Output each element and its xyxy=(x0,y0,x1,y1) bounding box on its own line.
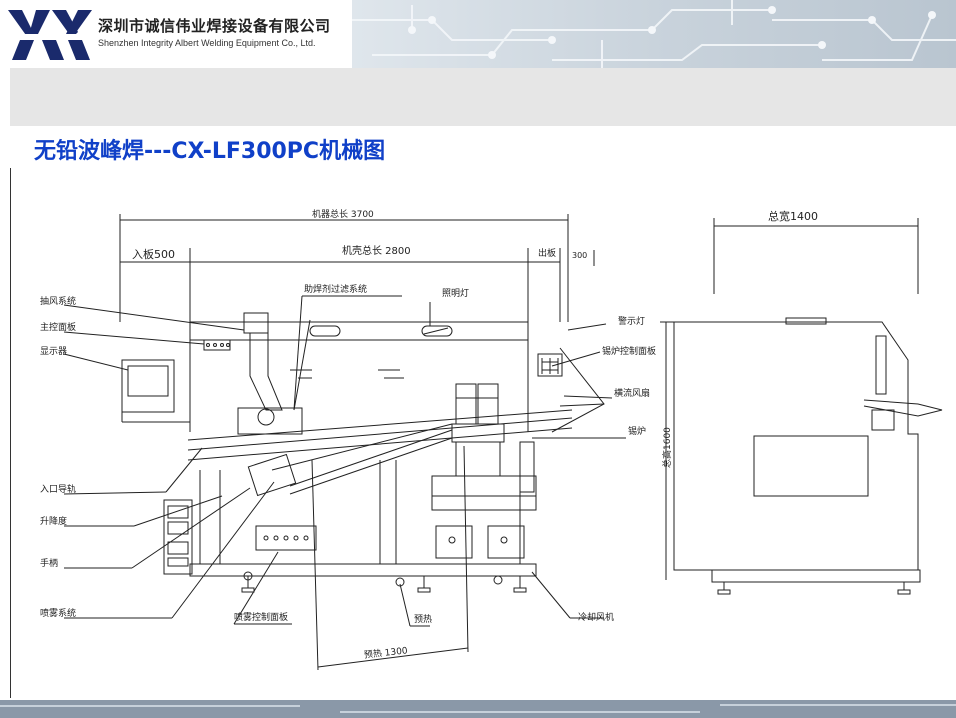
dim-outlet-value: 300 xyxy=(572,251,587,260)
company-name-en: Shenzhen Integrity Albert Welding Equipm… xyxy=(98,38,316,48)
label-cooling-fan: 横流风扇 xyxy=(614,387,650,399)
label-furnace-panel: 锡炉控制面板 xyxy=(602,345,656,357)
company-name-cn: 深圳市诚信伟业焊接设备有限公司 xyxy=(98,17,331,35)
frame-left-line xyxy=(10,168,11,698)
label-handwheel: 手柄 xyxy=(40,557,58,569)
dim-machine-body: 机壳总长 2800 xyxy=(342,244,411,257)
header: 深圳市诚信伟业焊接设备有限公司 Shenzhen Integrity Alber… xyxy=(0,0,956,68)
dim-overall-length: 机器总长 3700 xyxy=(312,208,374,220)
label-spray: 喷雾系统 xyxy=(40,607,76,619)
dim-preheat-length: 预热 1300 xyxy=(363,644,408,661)
label-preheat: 预热 xyxy=(414,613,432,625)
circuit-banner-image xyxy=(352,0,956,68)
label-solder-pot: 锡炉 xyxy=(628,425,646,437)
label-main-panel: 主控面板 xyxy=(40,321,76,333)
label-lift: 升降度 xyxy=(40,515,67,527)
dim-outlet: 出板 xyxy=(538,247,556,259)
label-flux-filter: 助焊剂过滤系统 xyxy=(304,283,367,295)
page-title: 无铅波峰焊---CX-LF300PC机械图 xyxy=(34,139,386,164)
label-monitor: 显示器 xyxy=(40,346,67,357)
dim-inlet: 入板500 xyxy=(132,247,175,261)
mechanical-drawing: 机器总长 3700 入板500 机壳总长 2800 出板 300 总宽1400 … xyxy=(40,208,943,671)
label-three-color: 警示灯 xyxy=(618,315,645,327)
header-band xyxy=(10,68,956,126)
label-inlet-guide: 入口导轨 xyxy=(40,483,76,495)
dim-height: 总高1600 xyxy=(661,427,673,468)
company-logo-icon xyxy=(6,10,94,60)
dim-width: 总宽1400 xyxy=(768,209,818,223)
label-cool-fan: 冷却风机 xyxy=(578,611,614,623)
label-exhaust: 抽风系统 xyxy=(40,295,76,307)
label-spray-panel: 喷雾控制面板 xyxy=(234,611,288,623)
label-lamp: 照明灯 xyxy=(442,288,469,299)
footer-banner-image xyxy=(0,700,956,718)
